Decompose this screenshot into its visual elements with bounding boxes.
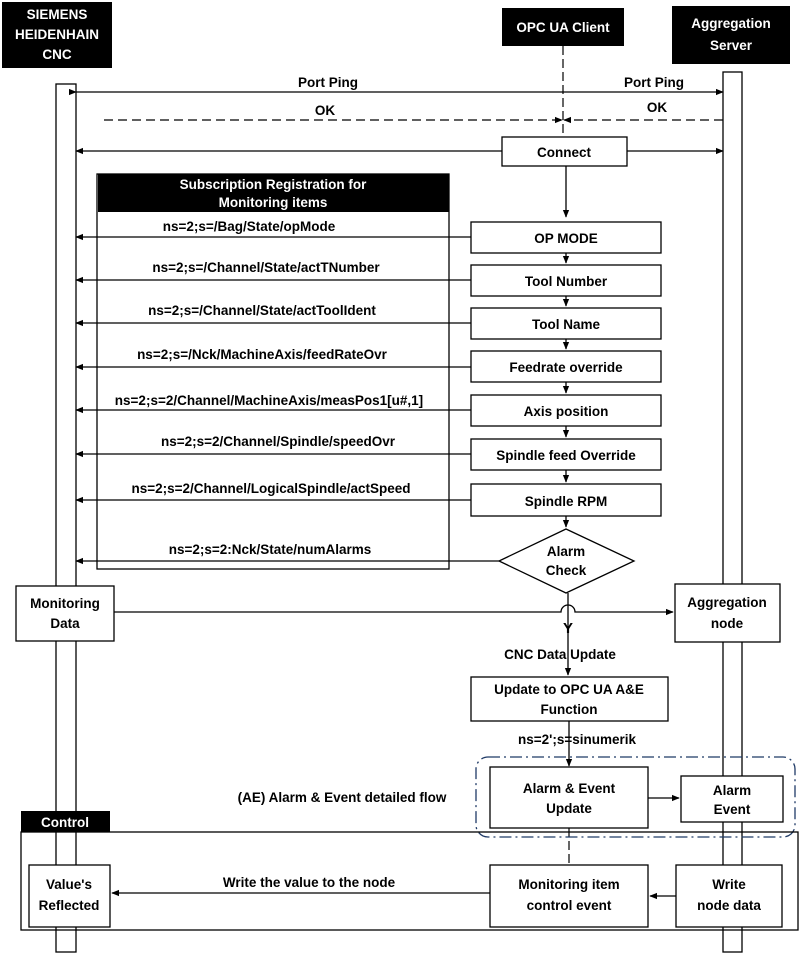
item-tool-name-node: ns=2;s=/Channel/State/actToolIdent <box>148 303 376 318</box>
item-spindle-feed-override-node: ns=2;s=2/Channel/Spindle/speedOvr <box>161 434 396 449</box>
cnc-data-update-label: CNC Data Update <box>504 647 616 662</box>
item-axis-position-box <box>470 394 662 427</box>
aggregation-node-line2: node <box>711 616 744 631</box>
ae-update-box <box>489 766 649 829</box>
item-tool-number-box <box>470 264 662 297</box>
item-feedrate-override: ns=2;s=/Nck/MachineAxis/feedRateOvr Feed… <box>75 347 662 383</box>
alarm-event-box <box>680 775 784 823</box>
write-node-data-line2: node data <box>697 898 761 913</box>
connect-label: Connect <box>537 145 592 160</box>
item-spindle-rpm: ns=2;s=2/Channel/LogicalSpindle/actSpeed… <box>75 481 662 517</box>
item-tool-name: ns=2;s=/Channel/State/actToolIdent Tool … <box>75 303 662 340</box>
participant-client-box <box>502 8 624 46</box>
ae-flow-frame <box>475 756 796 838</box>
monitoring-data-line1: Monitoring <box>30 596 100 611</box>
monitoring-control-line2: control event <box>527 898 612 913</box>
values-reflected-line2: Reflected <box>39 898 100 913</box>
ae-update-line1: Alarm & Event <box>523 781 616 796</box>
subscription-title-bar <box>98 174 449 212</box>
participant-server-line1: Aggregation <box>691 16 771 31</box>
item-op-mode-label: OP MODE <box>534 231 598 246</box>
item-spindle-feed-override-label: Spindle feed Override <box>496 448 636 463</box>
write-node-data-line1: Write <box>712 877 746 892</box>
monitoring-control-line1: Monitoring item <box>518 877 619 892</box>
participant-server-box <box>672 6 790 64</box>
item-tool-name-label: Tool Name <box>532 317 600 332</box>
participant-client-label: OPC UA Client <box>516 20 610 35</box>
item-spindle-rpm-label: Spindle RPM <box>525 494 608 509</box>
aggregation-node-box <box>674 583 781 643</box>
control-title: Control <box>41 815 89 830</box>
ae-flow-label: (AE) Alarm & Event detailed flow <box>238 790 447 805</box>
write-node-data-box <box>675 864 783 928</box>
alarm-check-diamond <box>497 528 636 594</box>
ns-sinumerik-label: ns=2';s=sinumerik <box>518 732 637 747</box>
item-spindle-rpm-box <box>470 483 662 517</box>
item-spindle-feed-override: ns=2;s=2/Channel/Spindle/speedOvr Spindl… <box>75 434 662 471</box>
port-ping-right-label: Port Ping <box>624 75 684 90</box>
control-tab <box>21 811 110 832</box>
item-tool-number-node: ns=2;s=/Channel/State/actTNumber <box>152 260 380 275</box>
values-reflected-line1: Value's <box>46 877 92 892</box>
alarm-event-line2: Event <box>714 802 751 817</box>
item-op-mode-box <box>470 221 662 254</box>
update-ae-line1: Update to OPC UA A&E <box>494 682 644 697</box>
participant-server-line2: Server <box>710 38 753 53</box>
subscription-title-line2: Monitoring items <box>219 195 328 210</box>
item-axis-position-node: ns=2;s=2/Channel/MachineAxis/measPos1[u#… <box>115 393 423 408</box>
item-tool-number: ns=2;s=/Channel/State/actTNumber Tool Nu… <box>75 260 662 297</box>
connect-box <box>501 136 628 167</box>
item-feedrate-override-label: Feedrate override <box>509 360 623 375</box>
participant-cnc-box <box>2 2 112 68</box>
alarm-check-line2: Check <box>546 563 587 578</box>
item-axis-position: ns=2;s=2/Channel/MachineAxis/measPos1[u#… <box>75 393 662 427</box>
server-lifeline <box>722 71 743 953</box>
alarm-event-line1: Alarm <box>713 783 751 798</box>
alarm-check-line1: Alarm <box>547 544 585 559</box>
aggregation-node-line1: Aggregation <box>687 595 767 610</box>
ae-update-line2: Update <box>546 801 592 816</box>
item-feedrate-override-node: ns=2;s=/Nck/MachineAxis/feedRateOvr <box>137 347 388 362</box>
item-tool-number-label: Tool Number <box>525 274 608 289</box>
monitoring-data-box <box>15 585 115 642</box>
participant-cnc-line1: SIEMENS <box>27 7 88 22</box>
ok-left-label: OK <box>315 103 336 118</box>
yes-label: Y <box>563 620 573 637</box>
control-frame <box>20 831 799 931</box>
monitoring-data-line2: Data <box>50 616 80 631</box>
monitoring-to-aggregation-arrow <box>114 604 674 616</box>
update-ae-line2: Function <box>541 702 598 717</box>
write-value-label: Write the value to the node <box>223 875 396 890</box>
values-reflected-box <box>28 864 111 928</box>
participant-cnc-line2: HEIDENHAIN <box>15 27 99 42</box>
item-op-mode: ns=2;s=/Bag/State/opMode OP MODE <box>75 219 662 254</box>
port-ping-left-label: Port Ping <box>298 75 358 90</box>
item-axis-position-label: Axis position <box>524 404 609 419</box>
update-ae-box <box>470 676 669 722</box>
item-op-mode-node: ns=2;s=/Bag/State/opMode <box>163 219 336 234</box>
ok-right-label: OK <box>647 100 668 115</box>
subscription-title-line1: Subscription Registration for <box>180 177 368 192</box>
alarm-node-label: ns=2;s=2:Nck/State/numAlarms <box>169 542 372 557</box>
item-spindle-rpm-node: ns=2;s=2/Channel/LogicalSpindle/actSpeed <box>131 481 410 496</box>
monitoring-control-box <box>489 864 649 928</box>
cnc-lifeline <box>55 83 77 953</box>
participant-cnc-line3: CNC <box>42 47 71 62</box>
